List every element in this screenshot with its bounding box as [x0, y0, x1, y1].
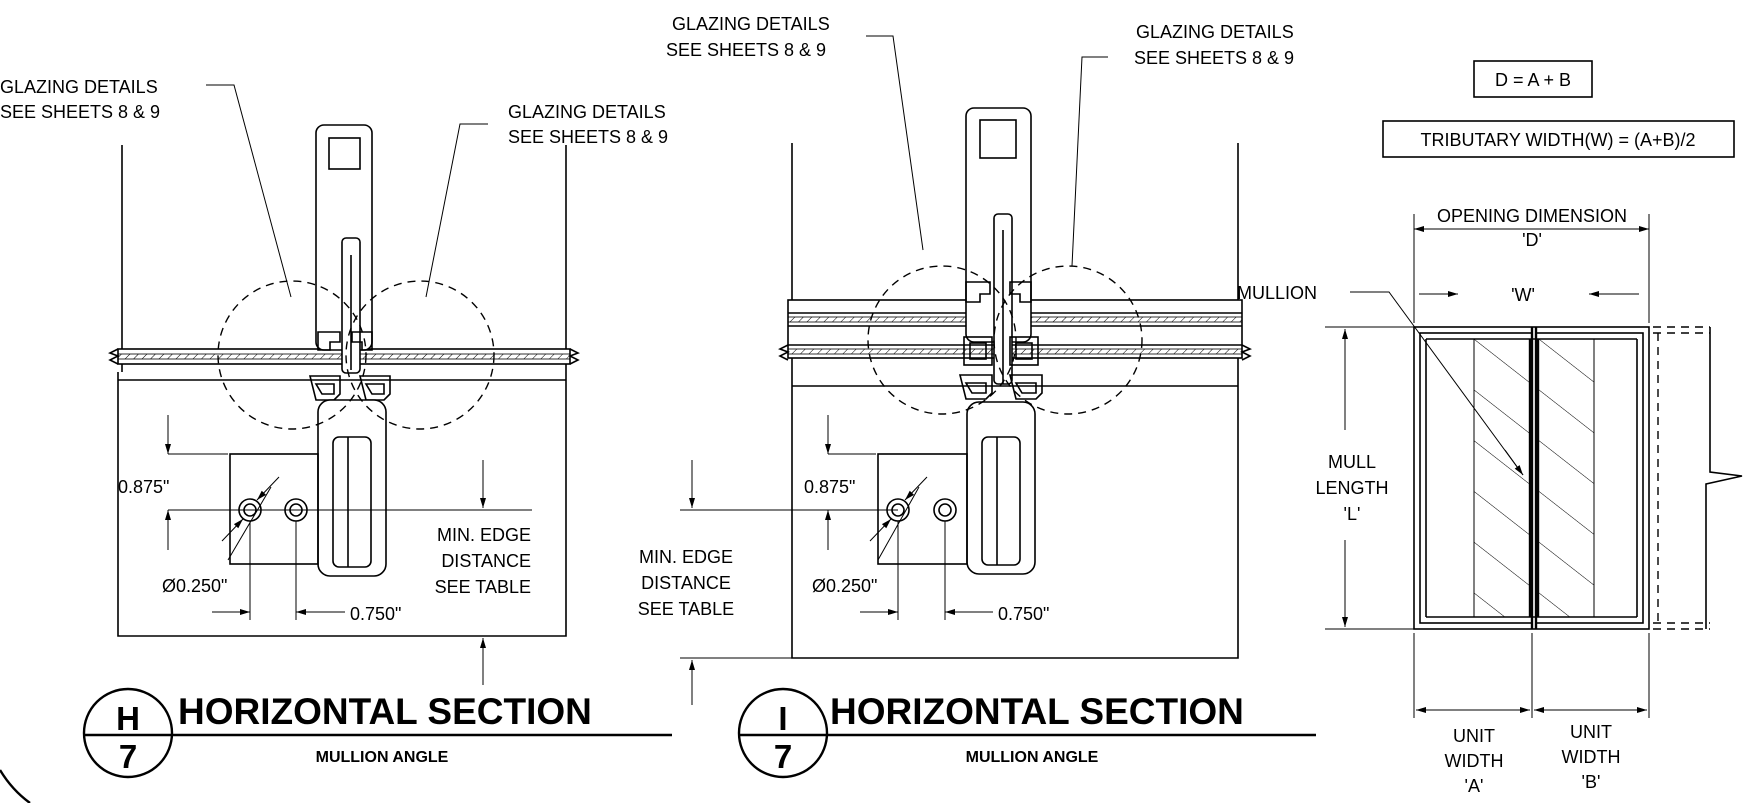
- unit-width-a-line1: UNIT: [1453, 726, 1495, 746]
- min-edge-i-line3: SEE TABLE: [638, 599, 734, 619]
- glazing-note-h-right-line2: SEE SHEETS 8 & 9: [508, 127, 668, 147]
- dim-spacing-i: 0.750": [998, 604, 1049, 624]
- dim-spacing-h: 0.750": [350, 604, 401, 624]
- glazing-note-i-left-line2: SEE SHEETS 8 & 9: [666, 40, 826, 60]
- glazing-note-i-right-line1: GLAZING DETAILS: [1136, 22, 1294, 42]
- formula-tributary: TRIBUTARY WIDTH(W) = (A+B)/2: [1420, 130, 1695, 150]
- dim-hole-dia-h: Ø0.250": [162, 576, 227, 596]
- glazing-note-h-left-line1: GLAZING DETAILS: [0, 77, 158, 97]
- corner-arc: [0, 769, 31, 803]
- dim-offset-i: 0.875": [804, 477, 855, 497]
- mullion-label: MULLION: [1237, 283, 1317, 303]
- d-label: 'D': [1522, 230, 1542, 250]
- mull-length-line2: LENGTH: [1315, 478, 1388, 498]
- section-i-detail: [680, 35, 1252, 705]
- dim-offset-h: 0.875": [118, 477, 169, 497]
- section-h-sheet: 7: [119, 738, 137, 775]
- min-edge-h-line3: SEE TABLE: [435, 577, 531, 597]
- glazing-note-i-left-line1: GLAZING DETAILS: [672, 14, 830, 34]
- unit-width-b-line2: WIDTH: [1562, 747, 1621, 767]
- section-h-letter: H: [116, 700, 140, 737]
- mull-length-line1: MULL: [1328, 452, 1376, 472]
- min-edge-h-line2: DISTANCE: [441, 551, 531, 571]
- unit-width-a-line3: 'A': [1465, 776, 1484, 796]
- section-h-subtitle: MULLION ANGLE: [316, 749, 449, 766]
- section-i-subtitle: MULLION ANGLE: [966, 749, 1099, 766]
- elevation-diagram: [1325, 60, 1743, 718]
- section-i-title-block: [737, 687, 1316, 779]
- w-label: 'W': [1511, 285, 1535, 305]
- section-h-title-block: [82, 687, 672, 779]
- unit-width-b-line1: UNIT: [1570, 722, 1612, 742]
- dim-hole-dia-i: Ø0.250": [812, 576, 877, 596]
- formula-d: D = A + B: [1495, 70, 1571, 90]
- section-i-title: HORIZONTAL SECTION: [830, 691, 1244, 732]
- glazing-note-h-left-line2: SEE SHEETS 8 & 9: [0, 102, 160, 122]
- opening-dimension-label: OPENING DIMENSION: [1437, 206, 1627, 226]
- unit-width-a-line2: WIDTH: [1445, 751, 1504, 771]
- section-i-sheet: 7: [774, 738, 792, 775]
- section-i-letter: I: [778, 700, 787, 737]
- unit-width-b-line3: 'B': [1582, 772, 1601, 792]
- min-edge-h-line1: MIN. EDGE: [437, 525, 531, 545]
- glazing-note-i-right-line2: SEE SHEETS 8 & 9: [1134, 48, 1294, 68]
- min-edge-i-line1: MIN. EDGE: [639, 547, 733, 567]
- min-edge-i-line2: DISTANCE: [641, 573, 731, 593]
- section-h-detail: [108, 84, 580, 685]
- section-h-title: HORIZONTAL SECTION: [178, 691, 592, 732]
- mull-length-line3: 'L': [1344, 504, 1361, 524]
- glazing-note-h-right-line1: GLAZING DETAILS: [508, 102, 666, 122]
